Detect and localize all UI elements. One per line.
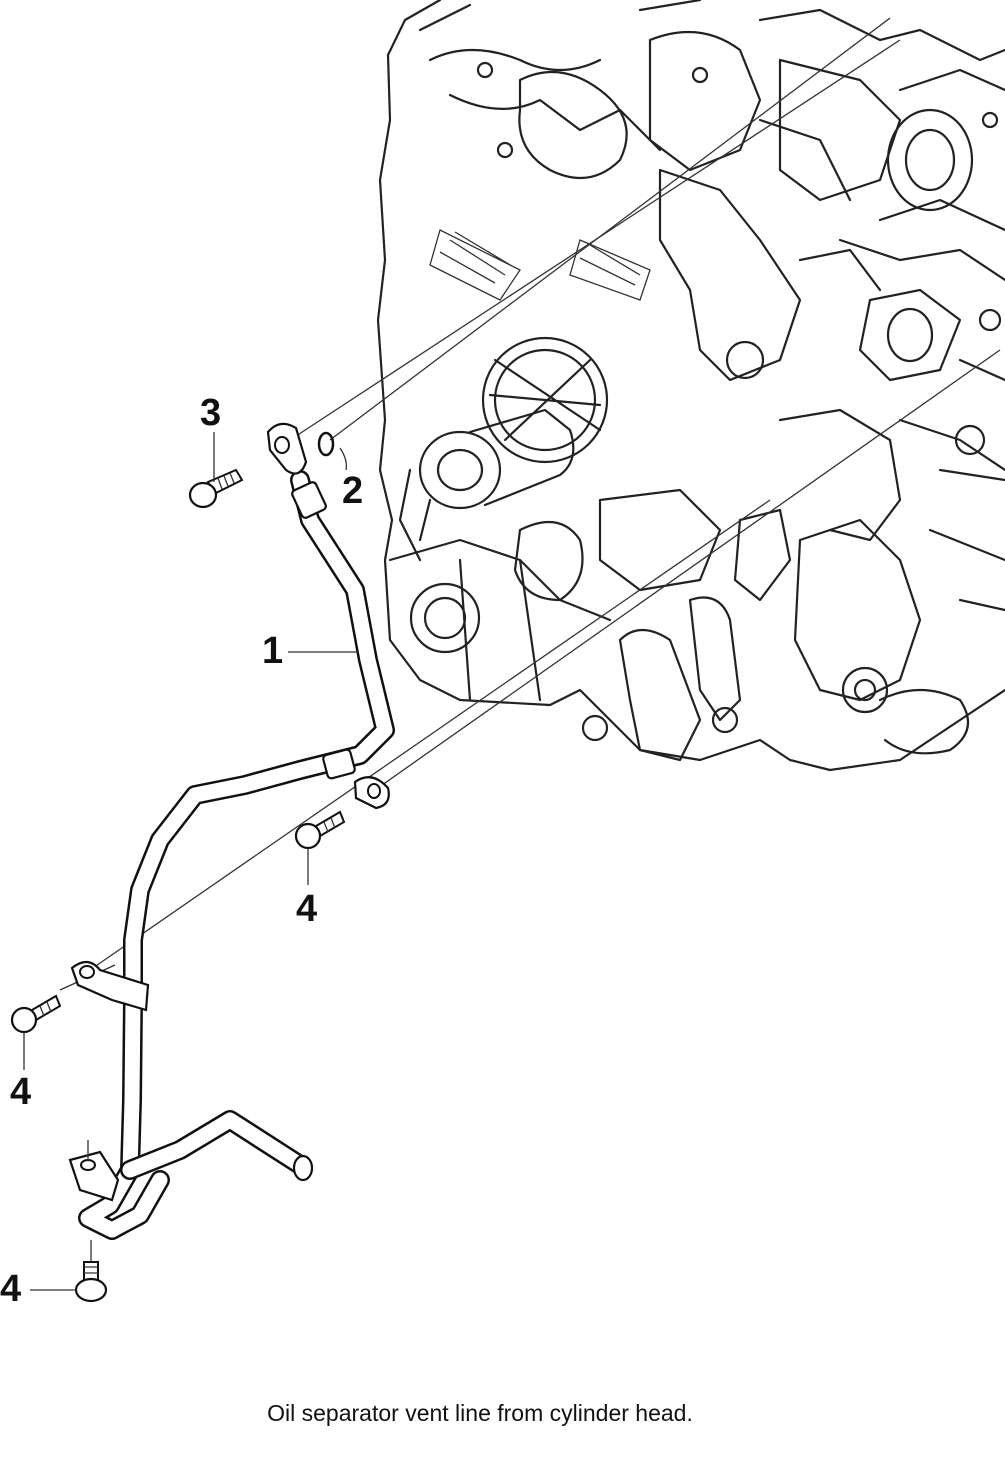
callout-4-upper: 4 [296,888,318,930]
vent-line-part-1 [68,422,395,1240]
callout-1: 1 [262,630,284,672]
callout-4-bottom: 4 [0,1268,22,1310]
o-ring-part-2 [317,431,335,457]
bolt-part-4-bottom [74,1240,108,1303]
diagram-caption: Oil separator vent line from cylinder he… [267,1400,693,1426]
callout-2: 2 [342,470,364,512]
bolt-part-3 [188,468,244,509]
bolt-part-4-left [10,994,62,1034]
callout-4-left: 4 [10,1071,32,1113]
callout-3: 3 [200,392,222,434]
engine-block-illustration [376,0,1005,772]
bolt-part-4-upper [294,810,346,850]
callout-leaders [23,432,358,1291]
